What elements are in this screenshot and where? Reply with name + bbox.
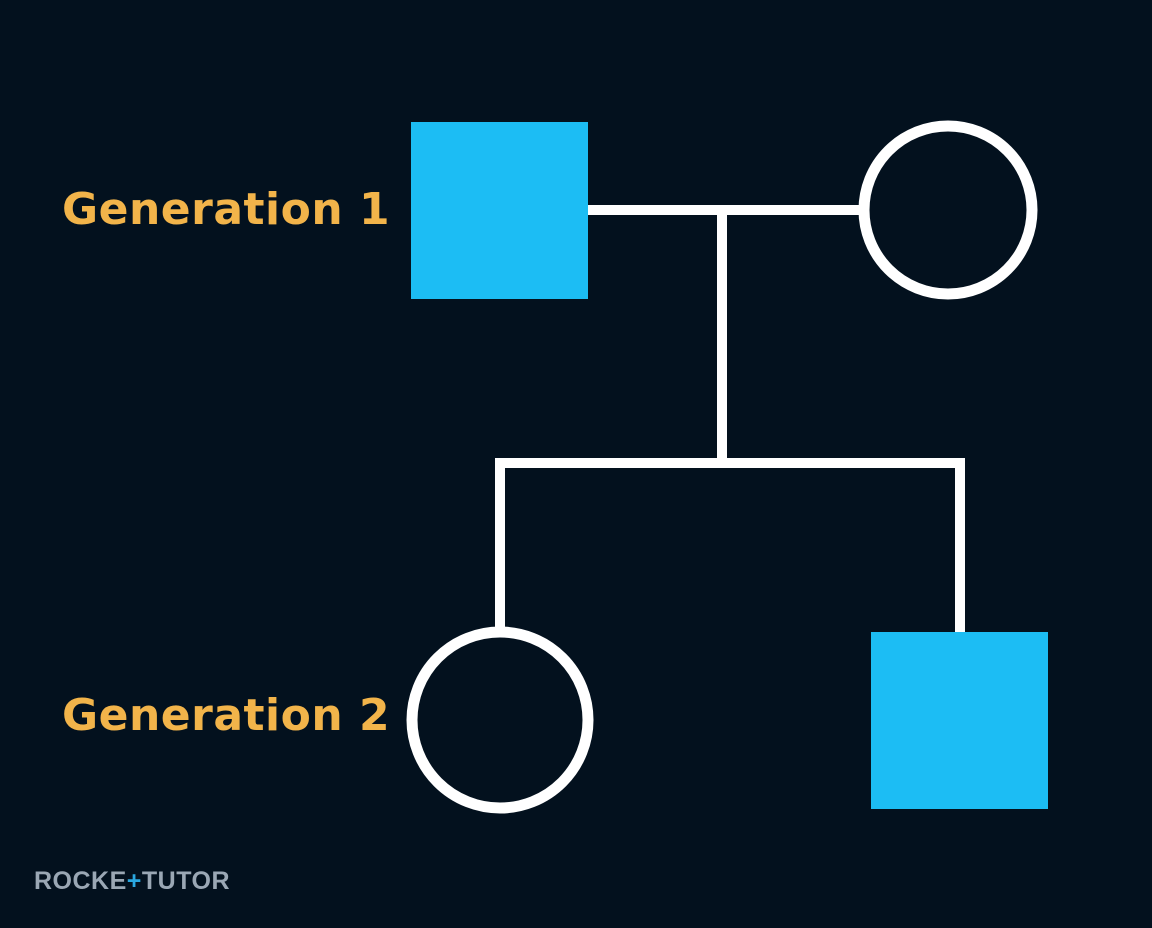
gen2-unaffected-female-circle (406, 626, 594, 814)
generation-1-label: Generation 1 (62, 184, 390, 235)
logo-text-part1: ROCKE (34, 867, 127, 895)
generation-2-label: Generation 2 (62, 690, 390, 741)
gen1-unaffected-female-circle (858, 120, 1038, 300)
gen2-affected-male-square (871, 632, 1048, 809)
logo-text-part2: TUTOR (141, 867, 231, 895)
pedigree-lines (495, 205, 965, 637)
logo-accent: + (126, 867, 142, 895)
gen1-affected-male-square (411, 122, 588, 299)
rocketutor-logo: ROCKE+TUTOR (34, 869, 230, 894)
